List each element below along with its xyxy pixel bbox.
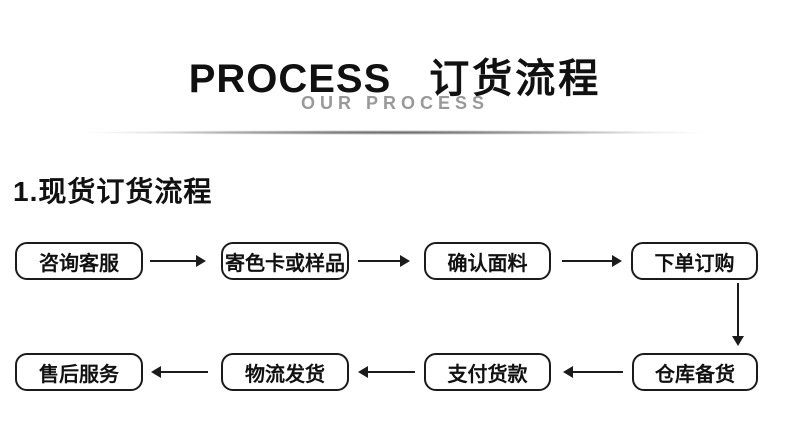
arrow-right-icon (562, 255, 622, 267)
flow-step-label: 物流发货 (245, 363, 325, 386)
flow-step-label: 确认面料 (447, 252, 528, 275)
flow-step-label: 咨询客服 (39, 252, 119, 275)
flow-heading: 1.现货订货流程 (13, 176, 213, 207)
arrow-right-icon (358, 255, 410, 267)
flow-step-place-order: 下单订购 (631, 242, 758, 280)
flow-step-label: 仓库备货 (655, 363, 735, 386)
arrow-down-icon (732, 283, 744, 346)
arrow-left-icon (563, 366, 623, 378)
page-title: PROCESS 订货流程 (0, 46, 790, 104)
divider-shadow (80, 130, 710, 135)
arrow-left-icon (358, 366, 415, 378)
flow-step-label: 支付货款 (447, 363, 528, 386)
arrow-right-icon (150, 255, 206, 267)
flow-step-after-sales-service: 售后服务 (15, 353, 143, 391)
flow-step-confirm-fabric: 确认面料 (424, 242, 551, 280)
flow-step-warehouse-stocking: 仓库备货 (632, 353, 758, 391)
flow-step-pay-for-goods: 支付货款 (424, 353, 551, 391)
page-title-zh: 订货流程 (429, 57, 602, 101)
flow-step-send-color-card-sample: 寄色卡或样品 (221, 242, 349, 280)
flow-step-consult-service: 咨询客服 (15, 242, 143, 280)
page-title-en: PROCESS (188, 57, 392, 101)
flow-step-label: 寄色卡或样品 (225, 252, 345, 275)
page-subtitle: OUR PROCESS (300, 93, 490, 113)
flow-step-logistics-delivery: 物流发货 (221, 353, 349, 391)
arrow-left-icon (151, 366, 208, 378)
flow-step-label: 下单订购 (654, 252, 735, 275)
flow-step-label: 售后服务 (39, 363, 119, 386)
